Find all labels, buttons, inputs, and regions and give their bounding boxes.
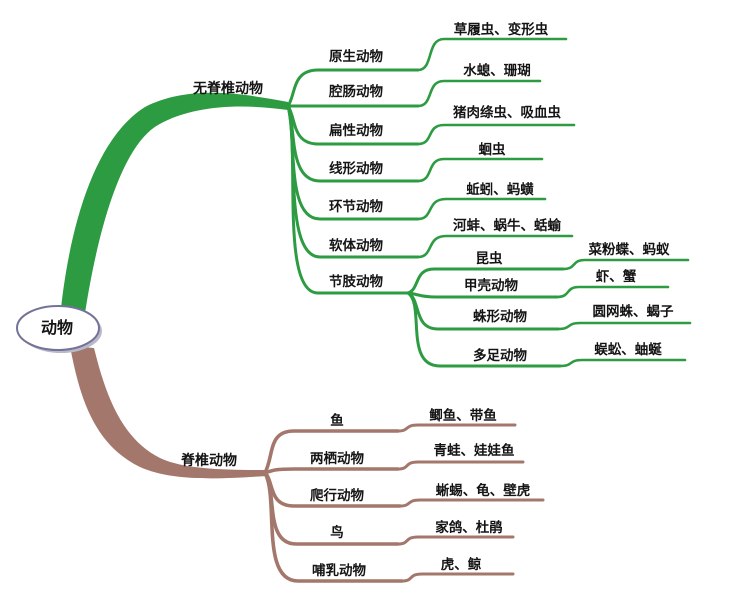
node-label-fish: 鱼	[330, 412, 344, 429]
leaf-label-annelids: 蚯蚓、蚂蟥	[466, 181, 534, 198]
leaf-line-protozoa	[416, 37, 568, 72]
edge-arthropods	[286, 104, 410, 295]
edge-fish	[263, 429, 400, 475]
leaf-label-amphibians: 青蛙、娃娃鱼	[434, 442, 515, 459]
leaf-label-nematodes: 蛔虫	[479, 141, 506, 158]
leaf-line-reptiles	[398, 498, 545, 508]
leaf-line-nematodes	[416, 157, 544, 183]
leaf-line-fish	[396, 423, 517, 433]
node-label-myriapods: 多足动物	[473, 347, 527, 364]
edge-protozoa	[286, 68, 420, 108]
leaf-label-mammals: 虎、鲸	[441, 556, 482, 573]
edge-myriapods	[406, 291, 562, 368]
edge-insects	[406, 267, 565, 295]
node-label-flatworms: 扁性动物	[329, 122, 383, 139]
edge-mammals	[263, 471, 404, 583]
node-label-crustaceans: 甲壳动物	[464, 277, 518, 294]
node-label-coelenterates: 腔肠动物	[328, 83, 383, 100]
leaf-label-birds: 家鸽、杜鹃	[435, 519, 503, 536]
node-label-mammals: 哺乳动物	[312, 562, 366, 579]
leaf-line-myriapods	[558, 358, 687, 368]
leaf-label-crustaceans: 虾、蟹	[596, 268, 637, 285]
leaf-line-amphibians	[396, 460, 525, 471]
leaf-line-annelids	[416, 197, 547, 221]
leaf-label-protozoa: 草履虫、变形虫	[454, 21, 549, 38]
trunk-vertebrates	[70, 346, 268, 479]
leaf-label-fish: 鲫鱼、带鱼	[429, 407, 497, 424]
root-node	[16, 305, 100, 351]
node-label-reptiles: 爬行动物	[310, 487, 364, 504]
leaf-label-flatworms: 猪肉绦虫、吸血虫	[453, 104, 561, 121]
leaf-label-coelenterates: 水螅、珊瑚	[463, 62, 531, 79]
branch-label-invertebrates: 无脊椎动物	[192, 80, 263, 97]
node-label-arthropods: 节肢动物	[329, 273, 383, 290]
node-label-birds: 鸟	[330, 524, 344, 541]
trunk-invertebrates	[60, 92, 288, 320]
node-label-mollusks: 软体动物	[329, 237, 383, 254]
node-label-annelids: 环节动物	[329, 198, 383, 215]
leaf-label-reptiles: 蜥蜴、龟、壁虎	[436, 482, 531, 499]
node-label-nematodes: 线形动物	[329, 160, 383, 177]
leaf-label-arachnids: 圆网蛛、蝎子	[593, 303, 674, 320]
leaf-line-mammals	[400, 572, 515, 583]
leaf-line-crustaceans	[555, 285, 670, 299]
leaf-line-mollusks	[416, 234, 574, 259]
leaf-label-mollusks: 河蚌、蜗牛、蛞蝓	[453, 217, 561, 234]
node-label-arachnids: 蛛形动物	[473, 308, 527, 325]
leaf-line-insects	[561, 258, 690, 271]
leaf-label-myriapods: 蜈蚣、蚰蜒	[594, 341, 662, 358]
node-label-insects: 昆虫	[476, 250, 503, 267]
edge-amphibians	[263, 467, 400, 475]
node-label-protozoa: 原生动物	[329, 48, 383, 65]
node-label-amphibians: 两栖动物	[310, 450, 364, 467]
leaf-line-birds	[396, 535, 515, 546]
leaf-line-arachnids	[556, 321, 692, 331]
root-label: 动物	[41, 318, 73, 337]
leaf-line-flatworms	[416, 123, 576, 146]
leaf-label-insects: 菜粉蝶、蚂蚁	[588, 241, 670, 258]
branch-label-vertebrates: 脊椎动物	[180, 452, 237, 469]
leaf-line-coelenterates	[416, 79, 542, 108]
